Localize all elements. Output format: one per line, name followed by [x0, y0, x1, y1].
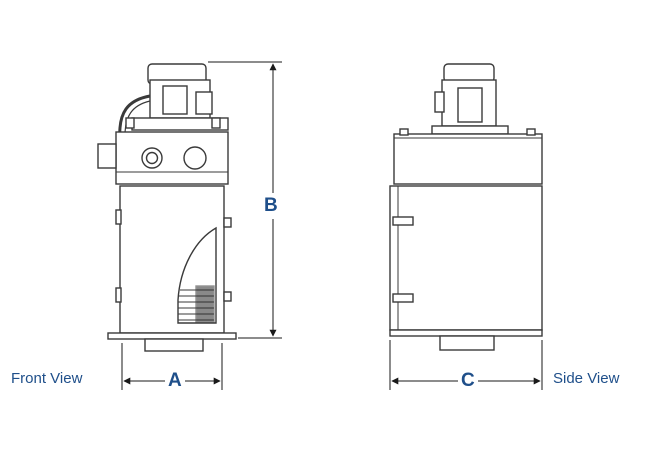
front-cabinet [115, 185, 232, 334]
front-view-label: Front View [11, 370, 83, 387]
side-cabinet [389, 185, 543, 331]
dimension-b-label: B [262, 193, 280, 219]
front-view-drawing [97, 63, 237, 352]
front-upper-housing [97, 131, 229, 185]
dimension-a-label: A [165, 370, 185, 392]
side-view-label: Side View [553, 370, 620, 387]
front-motor [118, 63, 229, 141]
side-base [389, 329, 543, 351]
side-motor [431, 63, 509, 135]
front-base [107, 332, 237, 352]
dimension-c-label: C [458, 370, 478, 392]
side-view-drawing [389, 63, 543, 351]
side-upper-housing [393, 128, 543, 185]
